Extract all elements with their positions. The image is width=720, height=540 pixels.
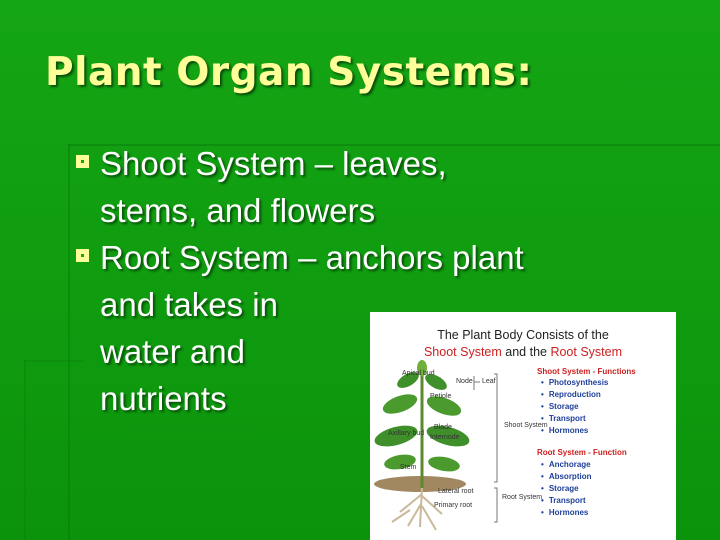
bullet-line: Root System – anchors plant bbox=[100, 239, 524, 276]
list-item: •Absorption bbox=[541, 472, 592, 481]
diagram-subtitle: Shoot System and the Root System bbox=[423, 345, 623, 359]
bullet-line: Shoot System – leaves, bbox=[100, 145, 447, 182]
list-item: •Reproduction bbox=[541, 390, 601, 399]
label-primary-root: Primary root bbox=[434, 502, 473, 509]
bullet-root-system: Root System – anchors plant and takes in… bbox=[76, 234, 696, 422]
bullet-line: water and bbox=[100, 333, 245, 370]
label-petiole: Petiole bbox=[430, 393, 452, 400]
list-item: •Transport bbox=[541, 414, 586, 423]
plant-body-diagram: The Plant Body Consists of the Shoot Sys… bbox=[370, 312, 676, 540]
diagram-title: The Plant Body Consists of the bbox=[437, 328, 609, 342]
label-root-system: Root System bbox=[502, 494, 543, 501]
slide-title: Plant Organ Systems: bbox=[45, 50, 533, 95]
bullet-line: and takes in bbox=[100, 286, 278, 323]
label-node: Node bbox=[456, 378, 473, 385]
plant-illustration bbox=[374, 360, 498, 531]
bullet-list: Shoot System – leaves, stems, and flower… bbox=[76, 140, 696, 422]
list-item: •Hormones bbox=[541, 426, 589, 435]
slide-frame-line bbox=[68, 144, 720, 146]
list-item: •Storage bbox=[541, 402, 579, 411]
shoot-functions-list: •Photosynthesis •Reproduction •Storage •… bbox=[541, 377, 608, 437]
list-item: •Storage bbox=[541, 484, 579, 493]
root-functions-heading: Root System - Function bbox=[537, 448, 627, 457]
slide-frame-line bbox=[24, 360, 26, 540]
label-leaf: Leaf bbox=[482, 378, 496, 385]
label-shoot-system: Shoot System bbox=[504, 422, 548, 429]
bullet-line: stems, and flowers bbox=[100, 192, 376, 229]
list-item: •Transport bbox=[541, 496, 586, 505]
list-item: •Hormones bbox=[541, 508, 589, 517]
slide-frame-line bbox=[24, 360, 84, 362]
label-lateral-root: Lateral root bbox=[438, 488, 474, 495]
slide-frame-line bbox=[68, 144, 70, 540]
label-stem: Stem bbox=[400, 464, 417, 471]
label-internode: Internode bbox=[430, 434, 460, 441]
square-bullet-icon bbox=[76, 155, 89, 168]
bullet-shoot-system: Shoot System – leaves, stems, and flower… bbox=[76, 140, 696, 234]
label-blade: Blade bbox=[434, 424, 452, 431]
root-functions-list: •Anchorage •Absorption •Storage •Transpo… bbox=[541, 459, 591, 519]
list-item: •Photosynthesis bbox=[541, 378, 609, 387]
label-axillary-bud: Axillary bud bbox=[388, 430, 425, 437]
label-apical-bud: Apical bud bbox=[402, 370, 435, 377]
shoot-functions-heading: Shoot System - Functions bbox=[537, 367, 636, 376]
square-bullet-icon bbox=[76, 249, 89, 262]
list-item: •Anchorage bbox=[541, 460, 591, 469]
bullet-line: nutrients bbox=[100, 380, 227, 417]
